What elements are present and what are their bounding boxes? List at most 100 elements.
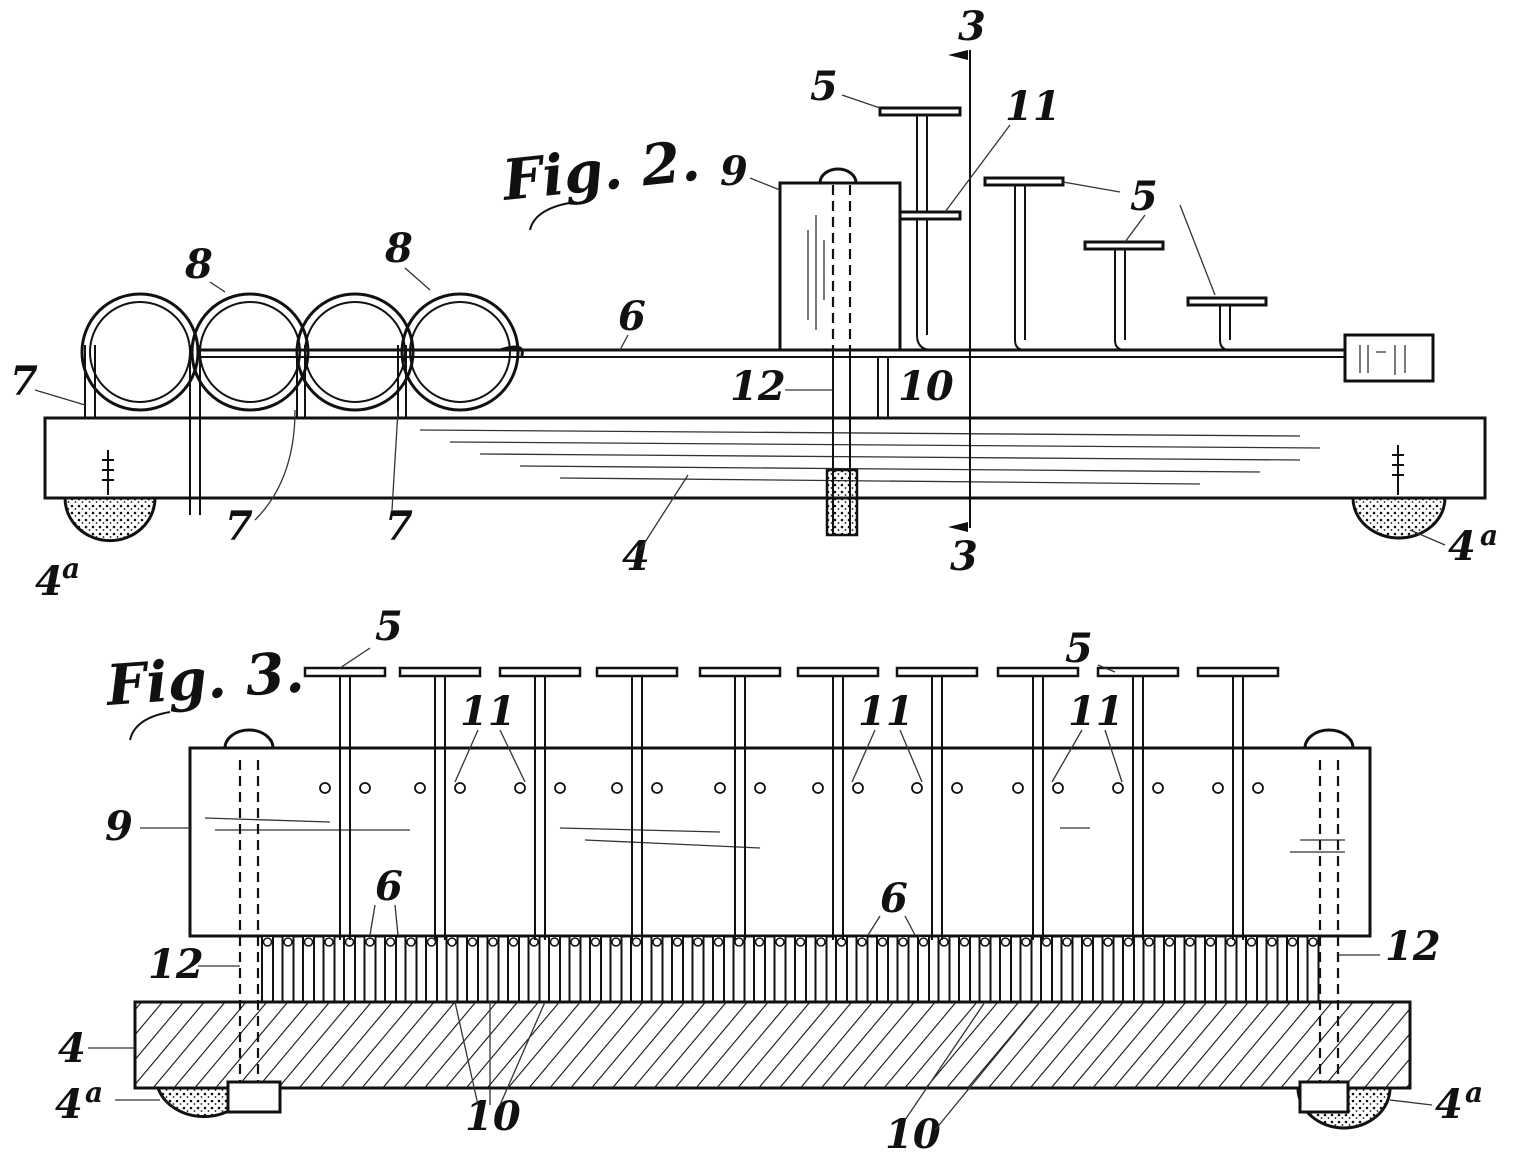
fig2-base-shading — [419, 429, 1321, 485]
fig2-title-flourish — [529, 201, 576, 231]
fig3-label-10-a: 10 — [465, 1093, 521, 1140]
pivot-pin — [414, 782, 426, 794]
hammer-shank — [1232, 676, 1244, 940]
fig2-coil-springs — [80, 292, 524, 412]
fig2-label-12: 12 — [730, 363, 786, 410]
fig3-nut-right — [1298, 1080, 1350, 1114]
tooth-rivet — [1103, 937, 1113, 947]
fig3-rods — [238, 760, 1340, 1100]
fig3-base-board-section — [133, 1000, 1412, 1090]
fig2-label-4a-right-sup: a — [1480, 519, 1498, 552]
tooth-rivet — [816, 937, 826, 947]
pivot-pin — [651, 782, 663, 794]
fig2-label-11: 11 — [1005, 83, 1061, 130]
tooth-rivet — [652, 937, 662, 947]
hammer-head — [1196, 666, 1280, 678]
fig2-spring-wire — [198, 348, 1347, 358]
pivot-pin — [611, 782, 623, 794]
tooth-rivet — [406, 937, 416, 947]
fig3-label-12-left: 12 — [148, 941, 204, 988]
fig3-title-flourish — [129, 711, 171, 741]
pivot-pin — [754, 782, 766, 794]
tooth-rivet — [836, 937, 847, 947]
tooth-rivet — [631, 937, 642, 947]
fig2-box-knob — [818, 167, 858, 185]
hammer-shank — [734, 676, 746, 940]
tooth-rivet — [1123, 937, 1134, 947]
tooth-rivet — [1021, 937, 1031, 947]
fig3-hammers — [303, 666, 1280, 940]
tooth-rivet — [693, 937, 703, 947]
tooth-rivet — [980, 937, 990, 947]
tooth-rivet — [283, 937, 293, 947]
tooth-rivet — [1000, 937, 1011, 947]
tooth-rivet — [672, 937, 683, 947]
fig3-label-4a-left: 4 — [55, 1081, 83, 1128]
fig2-rod-nut — [825, 468, 859, 537]
pivot-pin — [852, 782, 864, 794]
tooth-rivet — [1144, 937, 1154, 947]
fig2-label-5-b: 5 — [1130, 173, 1158, 220]
tooth-rivet — [508, 937, 519, 947]
tooth-rivet — [570, 937, 580, 947]
tooth-rivet — [734, 937, 744, 947]
fig3-label-4a-right: 4 — [1435, 1081, 1463, 1128]
hammer-shank — [339, 676, 351, 940]
fig2-base-board — [43, 416, 1487, 500]
tooth-rivet — [1185, 937, 1195, 947]
tooth-rivet — [467, 937, 478, 947]
fig2-post — [877, 357, 889, 418]
pivot-pin — [911, 782, 923, 794]
pivot-pin — [714, 782, 726, 794]
fig2-label-4a-right: 4 — [1448, 523, 1476, 570]
pivot-pin — [1112, 782, 1124, 794]
fig3-label-12-right: 12 — [1385, 923, 1441, 970]
hammer-head — [1096, 666, 1180, 678]
hammer-shank — [1032, 676, 1044, 940]
fig3-nut-left — [226, 1080, 282, 1114]
pivot-pin — [454, 782, 466, 794]
fig2-section-bottom-label: 3 — [950, 533, 978, 580]
fig2-hammers — [878, 106, 1268, 351]
fig2-coil-supports — [84, 345, 407, 515]
pivot-pin — [514, 782, 526, 794]
tooth-rivet — [1164, 937, 1175, 947]
tooth-rivet — [1287, 937, 1298, 947]
fig2-section-top-label: 3 — [958, 3, 986, 50]
fig2-box-shading — [807, 215, 825, 330]
pivot-pin — [1012, 782, 1024, 794]
fig2-caster-right — [1351, 496, 1447, 540]
hammer-shank — [1132, 676, 1144, 940]
hammer-head — [398, 666, 482, 678]
pivot-pin — [1252, 782, 1264, 794]
tooth-rivet — [754, 937, 765, 947]
pivot-pin — [554, 782, 566, 794]
fig3-label-11-a: 11 — [460, 688, 516, 735]
fig3-resonator-box — [188, 746, 1372, 938]
tooth-rivet — [1308, 937, 1318, 947]
fig3-label-4: 4 — [58, 1025, 86, 1072]
tooth-rivet — [549, 937, 560, 947]
figure-2: Fig. 2. — [10, 3, 1498, 605]
tooth-rivet — [590, 937, 601, 947]
tooth-rivet — [426, 937, 437, 947]
pivot-pin — [812, 782, 824, 794]
hammer-head — [895, 666, 979, 678]
tooth-rivet — [447, 937, 457, 947]
hammer-shank — [631, 676, 643, 940]
pivot-pin — [1212, 782, 1224, 794]
fig2-section-line — [948, 50, 971, 532]
fig2-title: Fig. 2. — [498, 128, 703, 215]
fig2-label-6: 6 — [618, 293, 646, 340]
tooth-rivet — [898, 937, 908, 947]
fig3-label-11-b: 11 — [858, 688, 914, 735]
tooth-rivet — [303, 937, 314, 947]
hammer-head — [498, 666, 582, 678]
fig3-knob-right — [1303, 728, 1355, 750]
tooth-rivet — [857, 937, 867, 947]
fig2-label-7-c: 7 — [385, 503, 413, 550]
tooth-rivet — [918, 937, 929, 947]
hammer-head — [796, 666, 880, 678]
hammer-shank — [832, 676, 844, 940]
